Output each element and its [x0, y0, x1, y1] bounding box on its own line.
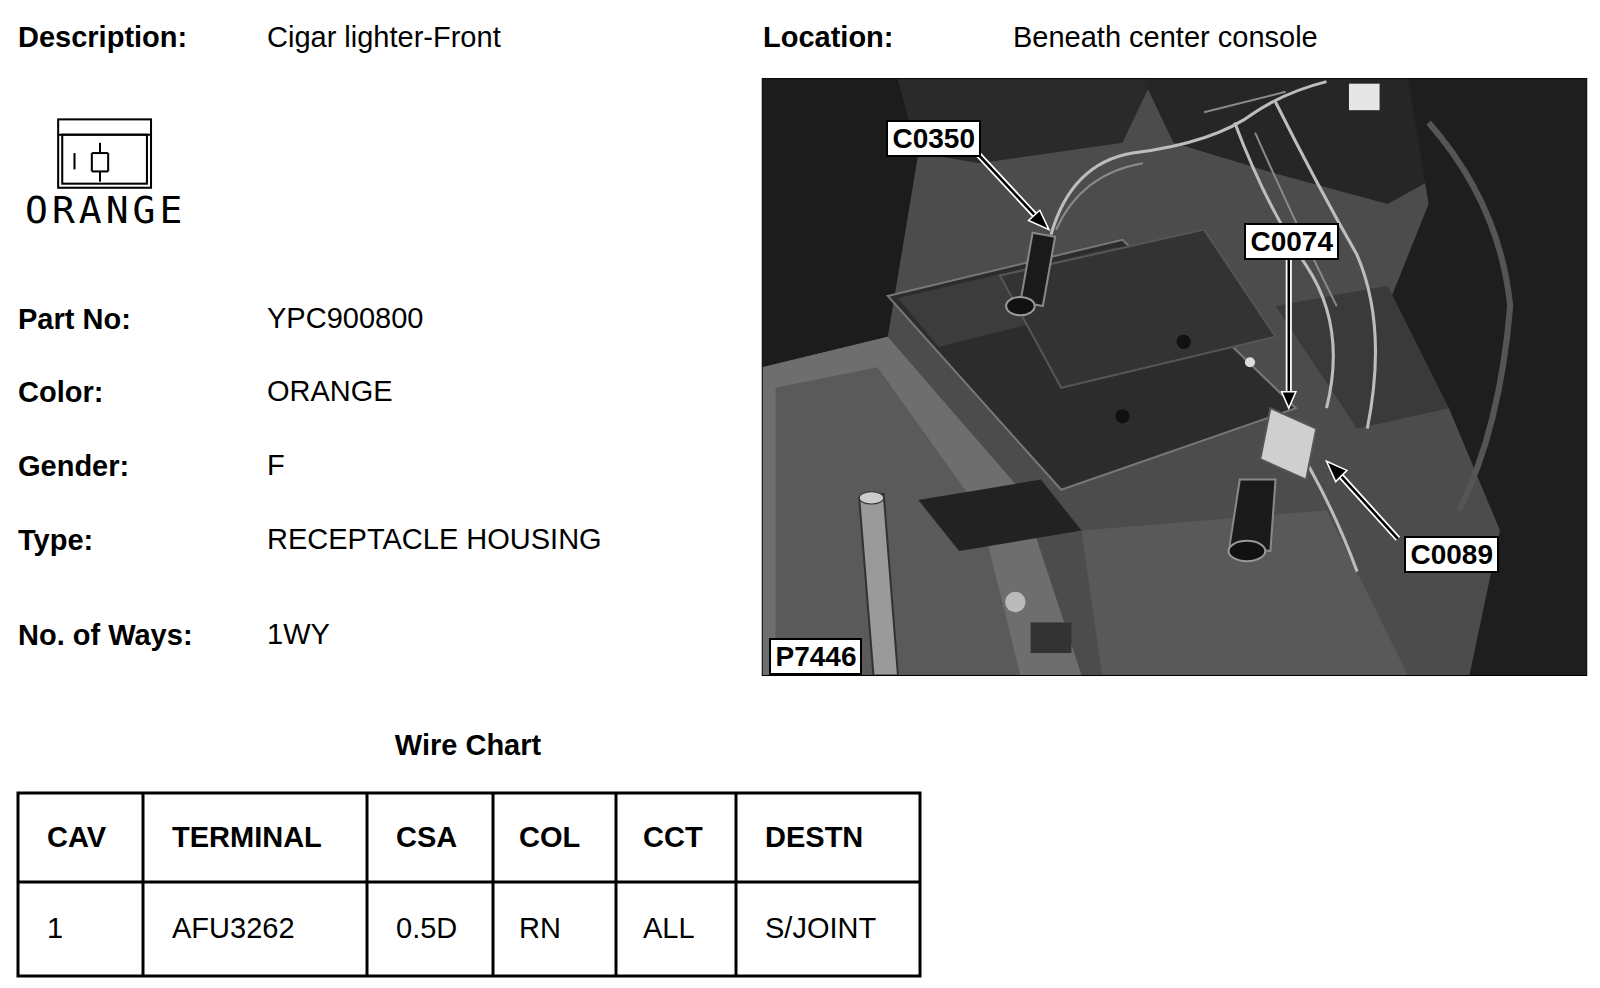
field-value: F	[267, 449, 285, 482]
table-cell: 0.5D	[396, 912, 457, 945]
table-header: CCT	[643, 821, 703, 854]
field-name: Type:	[18, 524, 93, 557]
callout-number: C0089	[1411, 540, 1492, 571]
field-value: YPC900800	[267, 302, 423, 335]
field-value: RECEPTACLE HOUSING	[267, 523, 602, 556]
photo-frame	[762, 79, 1586, 676]
field-value: 1WY	[267, 618, 330, 651]
table-cell: RN	[519, 912, 561, 945]
table-header: DESTN	[765, 821, 863, 854]
table-cell: AFU3262	[172, 912, 295, 945]
field-name: Description:	[18, 21, 187, 54]
icon-color-text: ORANGE	[25, 189, 186, 233]
field-name: Gender:	[18, 450, 129, 483]
leader-arrows	[969, 145, 1398, 539]
photo-id: P7446	[776, 642, 855, 673]
table-header: CAV	[47, 821, 106, 854]
callout-box: C0089	[1404, 536, 1499, 573]
table-cell: ALL	[643, 912, 695, 945]
callout-box: C0350	[886, 120, 981, 157]
table-header: COL	[519, 821, 580, 854]
field-name: Part No:	[18, 303, 131, 336]
photo	[762, 79, 1586, 676]
field-value: Beneath center console	[1013, 21, 1318, 54]
field-name: Location:	[763, 21, 894, 54]
field-name: Color:	[18, 376, 103, 409]
field-value: Cigar lighter-Front	[267, 21, 501, 54]
photo-id-box: P7446	[769, 638, 862, 675]
table-header: TERMINAL	[172, 821, 322, 854]
table-cell: S/JOINT	[765, 912, 876, 945]
callout-number: C0074	[1251, 227, 1332, 258]
field-name: No. of Ways:	[18, 619, 193, 652]
field-value: ORANGE	[267, 375, 393, 408]
wire-chart-grid	[18, 793, 920, 976]
table-header: CSA	[396, 821, 457, 854]
callout-number: C0350	[893, 124, 974, 155]
callout-box: C0074	[1244, 223, 1339, 260]
connector-icon	[58, 119, 151, 187]
table-title: Wire Chart	[395, 729, 541, 762]
table-cell: 1	[47, 912, 63, 945]
